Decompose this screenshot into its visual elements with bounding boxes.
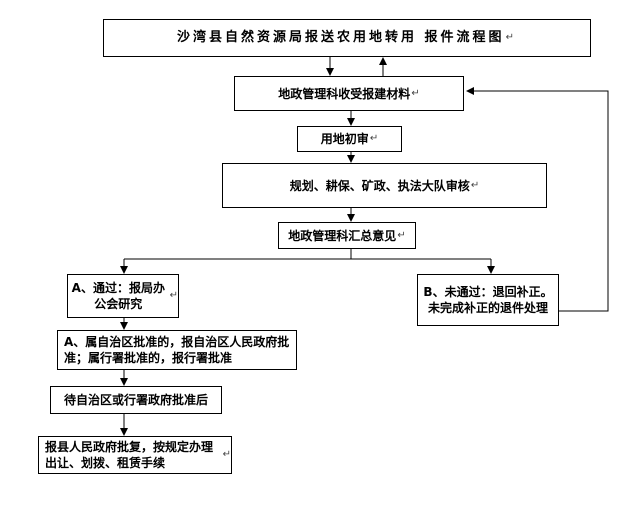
step-review-text: 规划、耕保、矿政、执法大队审核 bbox=[289, 178, 470, 193]
branch-a-final-step: 报县人民政府批复，按规定办理出让、划拨、租赁手续 ↵ bbox=[38, 436, 232, 474]
step-initial-review: 用地初审↵ bbox=[297, 126, 402, 152]
paragraph-mark: ↵ bbox=[397, 229, 406, 241]
branch-b-text: B、未通过：退回补正。未完成补正的退件处理 bbox=[423, 285, 553, 315]
wait-approval-text: 待自治区或行署政府批准后 bbox=[63, 393, 208, 407]
paragraph-mark: ↵ bbox=[470, 179, 480, 191]
step-summary-opinion: 地政管理科汇总意见↵ bbox=[278, 222, 416, 249]
branch-a-text: A、通过：报局办公会研究 bbox=[71, 281, 165, 311]
paragraph-mark: ↵ bbox=[222, 449, 231, 460]
feedback-loop bbox=[466, 87, 609, 312]
branch-b-rejected: B、未通过：退回补正。未完成补正的退件处理 bbox=[417, 274, 559, 326]
title-text: 沙湾县自然资源局报送农用地转用 报件流程图 bbox=[177, 30, 505, 45]
paragraph-mark: ↵ bbox=[169, 290, 178, 301]
step-department-review: 规划、耕保、矿政、执法大队审核↵ bbox=[222, 163, 547, 208]
branch-a-approval-scope: A、属自治区批准的，报自治区人民政府批准；属行署批准的，报行署批准 bbox=[57, 330, 297, 370]
paragraph-mark: ↵ bbox=[411, 87, 420, 99]
final-step-text: 报县人民政府批复，按规定办理出让、划拨、租赁手续 bbox=[45, 440, 214, 470]
step-receive-text: 地政管理科收受报建材料 bbox=[278, 86, 411, 101]
paragraph-mark: ↵ bbox=[369, 133, 379, 144]
flowchart-title: 沙湾县自然资源局报送农用地转用 报件流程图↵ bbox=[103, 19, 591, 57]
step-summary-text: 地政管理科汇总意见 bbox=[288, 228, 397, 243]
paragraph-mark: ↵ bbox=[505, 32, 517, 43]
approval-scope-text: A、属自治区批准的，报自治区人民政府批准；属行署批准的，报行署批准 bbox=[64, 335, 290, 365]
branch-a-wait-approval: 待自治区或行署政府批准后 bbox=[50, 386, 222, 414]
branch-a-approved: A、通过：报局办公会研究 ↵ bbox=[67, 274, 179, 318]
step-initial-text: 用地初审 bbox=[320, 132, 369, 146]
step-receive-materials: 地政管理科收受报建材料↵ bbox=[234, 76, 464, 111]
